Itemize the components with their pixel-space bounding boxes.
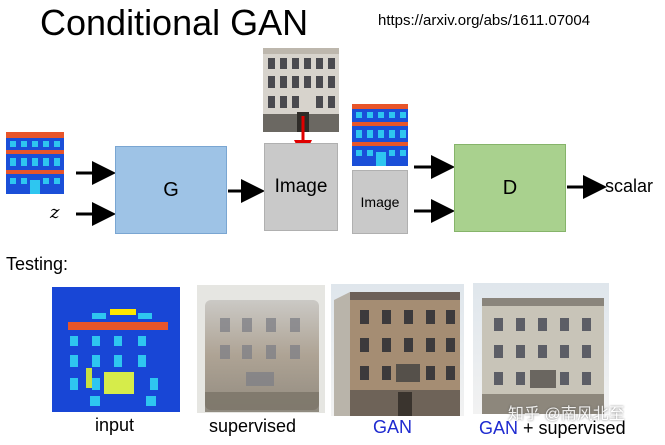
generator-label: G <box>163 178 179 201</box>
test-output-gan-supervised <box>473 283 609 414</box>
real-facade-photo <box>263 48 339 132</box>
caption-gan-supervised: GAN + supervised <box>479 418 626 439</box>
caption-gan-supervised-suffix: + supervised <box>518 418 626 438</box>
output-label: scalar <box>605 176 654 196</box>
input-label-map-d <box>352 104 408 166</box>
discriminator-box: D <box>454 144 566 232</box>
page-title: Conditional GAN <box>40 2 309 43</box>
discriminator-label: D <box>502 176 518 199</box>
watermark: 知乎 @南风北至 <box>508 406 625 423</box>
caption-gan: GAN <box>373 417 413 437</box>
generated-image-box: Image <box>264 143 338 231</box>
caption-input: input <box>95 415 135 435</box>
noise-label: z <box>50 202 60 223</box>
discriminator-image-box: Image <box>352 170 408 234</box>
paper-url[interactable]: https://arxiv.org/abs/1611.07004 <box>378 12 591 29</box>
caption-supervised: supervised <box>209 416 297 436</box>
test-input-label-map <box>52 287 180 412</box>
input-label-map-small <box>6 132 64 194</box>
testing-heading: Testing: <box>6 254 69 274</box>
caption-gan-supervised-prefix: GAN <box>479 418 519 438</box>
test-output-supervised <box>197 285 325 413</box>
test-output-gan <box>331 284 464 416</box>
generated-image-label: Image <box>274 176 328 197</box>
discriminator-image-label: Image <box>360 194 400 210</box>
generator-box: G <box>115 146 227 234</box>
